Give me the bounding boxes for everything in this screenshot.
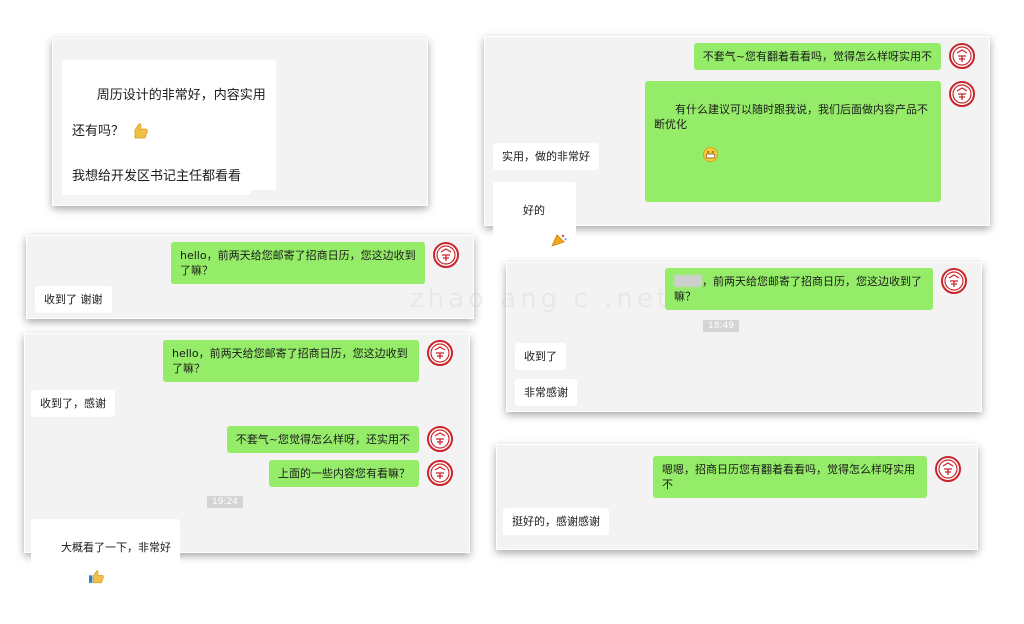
received-message: 收到了，感谢 [31,390,115,417]
sent-message: 有什么建议可以随时跟我说，我们后面做内容产品不断优化 [645,81,975,202]
sent-message: 不套气~您有翻着看看吗，觉得怎么样呀实用不 [693,43,975,70]
grin-icon [675,132,718,181]
received-message: 挺好的，感谢感谢 [503,508,609,535]
received-message: 还有吗？ [62,114,135,150]
chat-screenshot-2: 不套气~您有翻着看看吗，觉得怎么样呀实用不 有什么建议可以随时跟我说，我们后面做… [484,36,990,287]
brand-seal-icon [430,343,450,363]
message-text: ，前两天给您邮寄了招商日历，您这边收到了嘛？ [674,275,922,303]
brand-seal-icon [430,463,450,483]
avatar[interactable] [935,456,961,482]
sent-message: 嗯嗯，招商日历您有翻着看看吗，觉得怎么样呀实用不 [653,456,961,498]
avatar[interactable] [949,81,975,107]
message-text: 我想给开发区书记主任都看看 [62,159,252,195]
message-text: 周历设计的非常好，内容实用 [96,88,266,103]
watermark: zhao ang c .net [410,284,671,314]
message-text: hello，前两天给您邮寄了招商日历，您这边收到了嘛？ [171,242,425,284]
sent-message: 不套气~您觉得怎么样呀，还实用不 [226,426,453,453]
chat-screenshot-4: ，前两天给您邮寄了招商日历，您这边收到了嘛？ 18:49 收到了 非常感谢 [506,262,982,412]
message-text: 挺好的，感谢感谢 [503,508,609,535]
message-text: 不套气~您觉得怎么样呀，还实用不 [226,426,419,453]
message-text: 有什么建议可以随时跟我说，我们后面做内容产品不断优化 [654,103,928,131]
thumbs-up-icon [61,555,104,603]
message-text: 上面的一些内容您有看嘛？ [269,460,419,487]
sent-message: hello，前两天给您邮寄了招商日历，您这边收到了嘛？ [171,242,459,284]
brand-seal-icon [952,46,972,66]
chat-screenshot-1: 周历设计的非常好，内容实用 还有吗？ 我想给开发区书记主任都看看 [52,38,428,206]
sent-message: 上面的一些内容您有看嘛？ [269,460,453,487]
party-popper-icon [523,218,567,266]
received-message: 实用，做的非常好 [493,143,599,170]
avatar[interactable] [941,268,967,294]
sent-message: hello，前两天给您邮寄了招商日历，您这边收到了嘛？ [163,340,453,382]
avatar[interactable] [427,426,453,452]
avatar[interactable] [949,43,975,69]
received-message: 我想给开发区书记主任都看看 [62,159,252,195]
received-message: 非常感谢 [515,379,577,406]
avatar[interactable] [433,242,459,268]
message-text: 收到了，感谢 [31,390,115,417]
redacted-name [674,275,702,287]
timestamp: 19:24 [207,496,243,508]
brand-seal-icon [436,245,456,265]
message-text: 大概看了一下，非常好 [60,541,171,554]
message-bubble: ，前两天给您邮寄了招商日历，您这边收到了嘛？ [665,268,933,310]
sent-message: ，前两天给您邮寄了招商日历，您这边收到了嘛？ [665,268,967,310]
message-text: 嗯嗯，招商日历您有翻着看看吗，觉得怎么样呀实用不 [653,456,927,498]
avatar[interactable] [427,340,453,366]
message-bubble: 大概看了一下，非常好 [31,519,180,624]
brand-seal-icon [938,459,958,479]
message-text: 实用，做的非常好 [493,143,599,170]
received-message: 收到了 [515,343,566,370]
message-text: 收到了 谢谢 [35,286,112,313]
chat-screenshot-5: hello，前两天给您邮寄了招商日历，您这边收到了嘛？ 收到了，感谢 不套气~您… [24,333,470,624]
message-text: hello，前两天给您邮寄了招商日历，您这边收到了嘛？ [163,340,419,382]
message-text: 还有吗？ [62,114,135,150]
brand-seal-icon [944,271,964,291]
received-message: 大概看了一下，非常好 [31,519,180,624]
received-message: 收到了 谢谢 [35,286,112,313]
avatar[interactable] [427,460,453,486]
message-bubble: 有什么建议可以随时跟我说，我们后面做内容产品不断优化 [645,81,941,202]
brand-seal-icon [952,84,972,104]
message-text: 收到了 [515,343,566,370]
chat-screenshot-6: 嗯嗯，招商日历您有翻着看看吗，觉得怎么样呀实用不 挺好的，感谢感谢 [496,444,978,550]
brand-seal-icon [430,429,450,449]
chat-screenshot-3: hello，前两天给您邮寄了招商日历，您这边收到了嘛？ 收到了 谢谢 [26,235,474,319]
message-text: 不套气~您有翻着看看吗，觉得怎么样呀实用不 [693,43,941,70]
timestamp: 18:49 [703,320,739,332]
message-text: 非常感谢 [515,379,577,406]
message-text: 好的 [522,204,545,217]
